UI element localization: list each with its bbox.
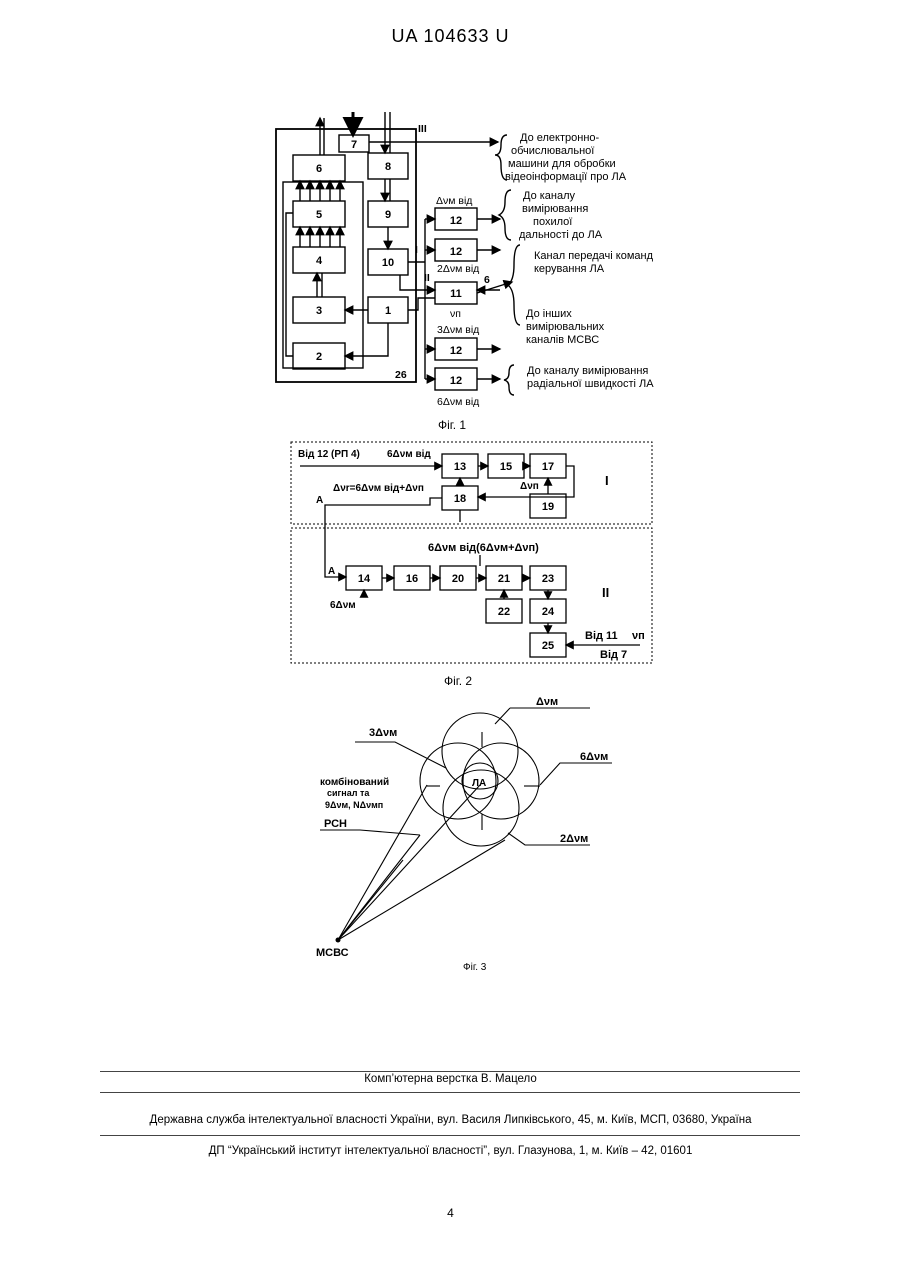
figure-2-block-diagram: 13 15 17 18 19 14 16 20 21 23 22 24 25 В… — [0, 437, 901, 669]
out-speed-1: До каналу вимірювання — [527, 365, 648, 377]
from-7: Від 7 — [600, 649, 627, 661]
out-range-1: До каналу — [523, 190, 576, 202]
block-12b: 12 — [450, 246, 462, 258]
fig2-caption: Фіг. 2 — [444, 674, 472, 688]
label-II: II — [424, 272, 430, 284]
block-13: 13 — [454, 461, 466, 473]
label-A2: A — [328, 566, 335, 577]
dv3-label: 3Δνм — [369, 727, 397, 739]
block-24: 24 — [542, 606, 555, 618]
msvs-label: МСВС — [316, 947, 349, 959]
nu-p: νп — [450, 308, 461, 320]
figure-3-coverage-diagram: Δνм 3Δνм 6Δνм 2Δνм ЛА комбінований сигна… — [0, 690, 901, 980]
out-other-1: До інших — [526, 308, 572, 320]
block-10: 10 — [382, 257, 394, 269]
dv-vid: Δνм від — [436, 195, 472, 207]
block-5: 5 — [316, 209, 322, 221]
out-range-3: похилої — [533, 216, 572, 228]
section-I: I — [605, 473, 609, 488]
layout-credit: Комп’ютерна верстка В. Мацело — [0, 1073, 901, 1085]
out-computer-4: відеоінформації про ЛА — [505, 171, 627, 183]
block-17: 17 — [542, 461, 554, 473]
label-6: 6 — [484, 274, 490, 286]
dv6-top: 6Δνм від — [387, 449, 431, 460]
dnu-p: Δνп — [520, 481, 539, 492]
combined-1: комбінований — [320, 776, 389, 788]
footer-rule-1 — [100, 1071, 800, 1072]
out-other-2: вимірювальних — [526, 321, 605, 333]
out-range-4: дальності до ЛА — [519, 229, 603, 241]
out-computer-3: машини для обробки — [508, 158, 616, 170]
label-I: I — [415, 244, 418, 256]
out-command-2: керування ЛА — [534, 263, 605, 275]
dv6-vid: 6Δνм від — [437, 396, 479, 408]
dv2-vid: 2Δνм від — [437, 263, 479, 275]
block-22: 22 — [498, 606, 510, 618]
dv-label: Δνм — [536, 696, 558, 708]
out-command-1: Канал передачі команд — [534, 250, 654, 262]
figure-1-block-diagram: 7 6 8 5 9 4 10 11 3 1 2 12 12 12 12 26 I… — [0, 0, 901, 420]
block-18: 18 — [454, 493, 466, 505]
from-11: Від 11 — [585, 630, 618, 642]
block-23: 23 — [542, 573, 554, 585]
block-25: 25 — [542, 640, 554, 652]
block-12d: 12 — [450, 375, 462, 387]
out-other-3: каналів МСВС — [526, 334, 599, 346]
dv6-14: 6Δνм — [330, 600, 356, 611]
out-computer-2: обчислювальної — [511, 145, 594, 157]
block-8: 8 — [385, 161, 391, 173]
label-III: III — [418, 123, 427, 135]
block-9: 9 — [385, 209, 391, 221]
out-computer-1: До електронно- — [520, 132, 600, 144]
block-6: 6 — [316, 163, 322, 175]
out-speed-2: радіальної швидкості ЛА — [527, 378, 654, 390]
fig3-caption: Фіг. 3 — [463, 962, 486, 973]
block-14: 14 — [358, 573, 371, 585]
fig1-caption: Фіг. 1 — [438, 418, 466, 432]
section-II: II — [602, 585, 609, 600]
block-19: 19 — [542, 501, 554, 513]
label-26: 26 — [395, 369, 407, 381]
nu-r: Δνr=6Δνм від+Δνп — [333, 483, 424, 494]
footer-rule-2 — [100, 1092, 800, 1093]
la-label: ЛА — [472, 778, 486, 789]
dv2-label: 2Δνм — [560, 833, 588, 845]
combined-2: сигнал та — [327, 788, 370, 798]
block-12a: 12 — [450, 215, 462, 227]
block-16: 16 — [406, 573, 418, 585]
combo-label: 6Δνм від(6Δνм+Δνп) — [428, 542, 539, 554]
label-A1: A — [316, 495, 323, 506]
input-label: Від 12 (РП 4) — [298, 449, 360, 460]
page-number: 4 — [0, 1206, 901, 1220]
block-21: 21 — [498, 573, 510, 585]
block-7: 7 — [351, 139, 357, 151]
dv6-label: 6Δνм — [580, 751, 608, 763]
block-20: 20 — [452, 573, 464, 585]
service-address: Державна служба інтелектуальної власност… — [0, 1114, 901, 1126]
block-3: 3 — [316, 305, 322, 317]
rsn-label: РСН — [324, 818, 347, 830]
footer-rule-3 — [100, 1135, 800, 1136]
block-15: 15 — [500, 461, 512, 473]
block-2: 2 — [316, 351, 322, 363]
out-range-2: вимірювання — [522, 203, 588, 215]
dv3-vid: 3Δνм від — [437, 324, 479, 336]
block-11: 11 — [450, 288, 462, 300]
block-1: 1 — [385, 305, 391, 317]
block-12c: 12 — [450, 345, 462, 357]
institute-address: ДП “Український інститут інтелектуальної… — [0, 1145, 901, 1157]
block-4: 4 — [316, 255, 323, 267]
nu-p2: νп — [632, 630, 645, 642]
combined-3: 9Δνм, NΔνмп — [325, 800, 383, 810]
